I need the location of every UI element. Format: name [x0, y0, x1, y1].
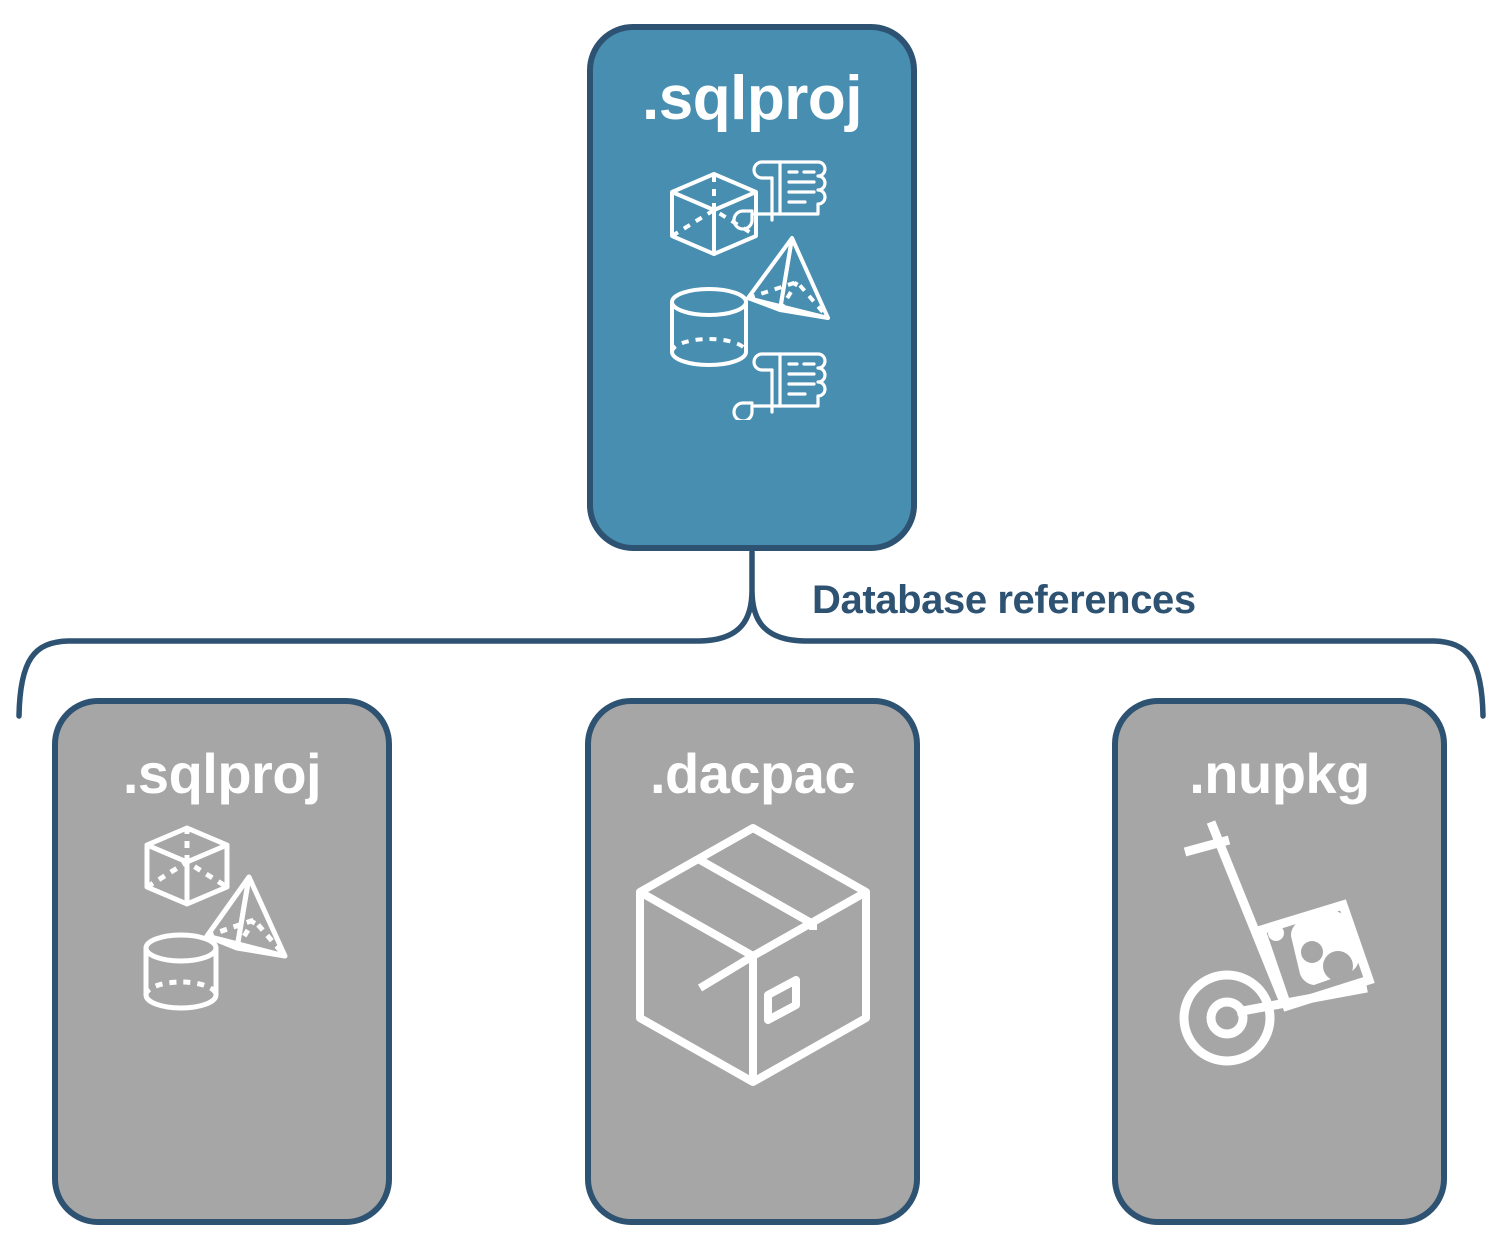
node-title: .sqlproj [122, 742, 322, 805]
scroll-icon [732, 160, 827, 231]
node-title: .nupkg [1189, 742, 1370, 805]
cylinder-icon [143, 932, 219, 1011]
node-title: .dacpac [649, 742, 856, 805]
cylinder-icon [670, 287, 748, 367]
node-dacpac[interactable]: .dacpac [585, 698, 920, 1225]
shapes-icon-group [143, 825, 288, 1011]
hand-truck-icon [1179, 820, 1375, 1066]
brace-path [16, 549, 1486, 719]
node-sqlproj-root[interactable]: .sqlproj [587, 24, 917, 551]
nuget-dots-icon [1300, 941, 1353, 981]
root-icon-group [652, 150, 852, 420]
connector-label: Database references [812, 578, 1196, 622]
sqlproj-icon-group [117, 820, 327, 1060]
scroll-icon [732, 352, 827, 420]
package-box-icon [635, 824, 870, 1086]
node-nupkg[interactable]: .nupkg [1112, 698, 1447, 1225]
node-sqlproj-reference[interactable]: .sqlproj [52, 698, 392, 1225]
pyramid-icon [204, 874, 288, 959]
nupkg-icon-group [1155, 820, 1405, 1090]
node-title: .sqlproj [642, 64, 862, 133]
shapes-and-scrolls-icon-group [670, 160, 830, 420]
cube-icon [670, 172, 758, 256]
cube-icon [144, 825, 230, 907]
pyramid-icon [746, 236, 830, 320]
dacpac-icon-group [628, 820, 878, 1090]
